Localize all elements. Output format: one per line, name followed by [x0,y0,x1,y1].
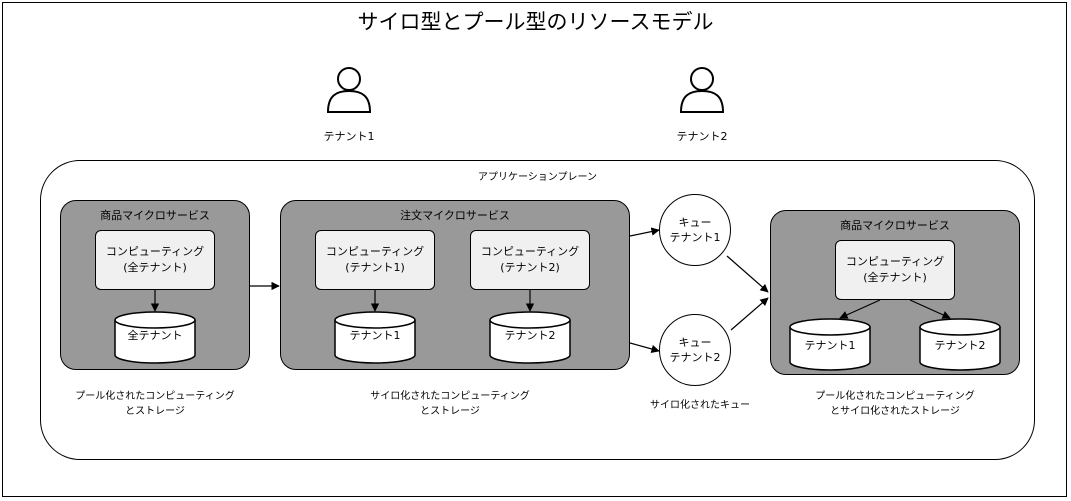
service-title: 商品マイクロサービス [100,209,210,222]
queue-label: キュー [678,216,712,229]
caption-line: とストレージ [125,406,185,417]
application-plane-label: アプリケーションプレーン [478,172,597,183]
compute-label: コンピューティング [845,255,945,268]
caption-line: とストレージ [420,406,480,417]
database-label: テナント2 [934,339,986,352]
caption-line: サイロ化されたコンピューティング [370,391,530,402]
compute-scope: (テナント2) [500,261,560,274]
database-icon [114,311,196,364]
compute-box: コンピューティング (全テナント) [835,240,955,300]
compute-label: コンピューティング [325,245,425,258]
database-label: テナント1 [804,339,856,352]
caption-line: とサイロ化されたストレージ [830,406,960,417]
queue-label: キュー [678,336,712,349]
compute-box: コンピューティング (テナント1) [315,230,435,290]
database-label: テナント2 [504,329,556,342]
queue-tenant: テナント1 [669,231,721,244]
caption-silo: サイロ化されたコンピューティング とストレージ [335,389,565,419]
caption-line: プール化されたコンピューティング [815,391,975,402]
service-title: 商品マイクロサービス [840,219,950,232]
tenant-label: テナント2 [676,130,728,143]
database-label: テナント1 [349,329,401,342]
database-icon [789,318,871,371]
queue-tenant2: キュー テナント2 [659,314,731,386]
compute-box: コンピューティング (テナント2) [470,230,590,290]
caption-line: プール化されたコンピューティング [75,391,235,402]
caption-hybrid: プール化されたコンピューティング とサイロ化されたストレージ [770,389,1020,419]
database-label: 全テナント [127,329,183,342]
compute-box: コンピューティング (全テナント) [95,230,215,290]
compute-scope: (全テナント) [123,261,187,274]
queue-tenant: テナント2 [669,351,721,364]
queue-tenant1: キュー テナント1 [659,194,731,266]
arrows [150,227,951,354]
caption-pooled: プール化されたコンピューティング とストレージ [40,389,270,419]
user-icon [679,67,725,113]
database-icon [919,318,1001,371]
compute-label: コンピューティング [105,245,205,258]
service-title: 注文マイクロサービス [400,209,510,222]
tenant-label: テナント1 [323,130,375,143]
page-title: サイロ型とプール型のリソースモデル [357,10,714,34]
user-icon [326,67,372,113]
compute-label: コンピューティング [480,245,580,258]
database-icon [334,311,416,364]
database-icon [489,311,571,364]
compute-scope: (テナント1) [345,261,405,274]
caption-queue: サイロ化されたキュー [650,400,750,411]
compute-scope: (全テナント) [863,271,927,284]
